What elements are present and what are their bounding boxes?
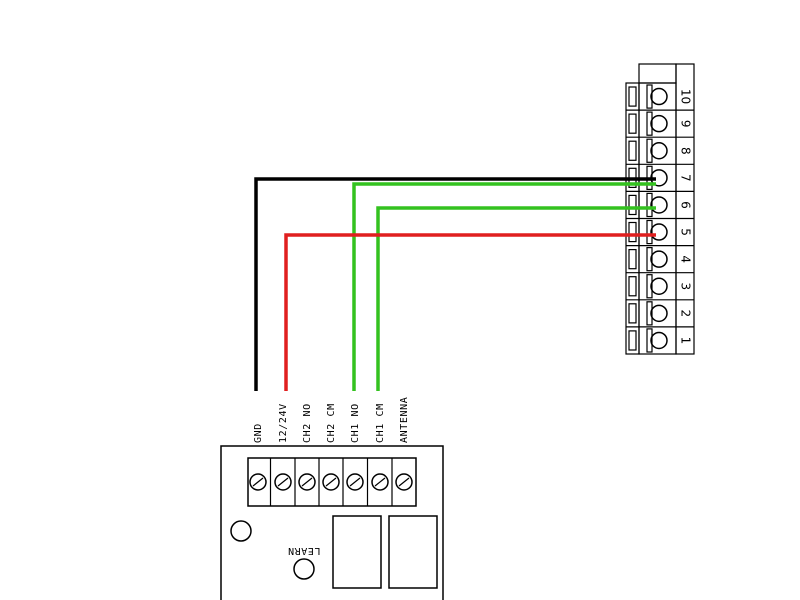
terminal-number: 8 (679, 147, 693, 155)
wires (254, 177, 656, 391)
receiver-screws (249, 458, 413, 506)
terminal-number: 4 (679, 255, 693, 263)
terminal-clip (646, 328, 653, 353)
terminal-latch (628, 276, 637, 297)
terminal-clip (646, 247, 653, 272)
receiver-screw-terminal-strip (247, 457, 417, 507)
terminal-5: 5 (626, 217, 694, 245)
terminal-8: 8 (626, 136, 694, 163)
label-12-24v: 12/24V (278, 403, 289, 443)
terminal-latch (628, 330, 637, 351)
screw-ch2-no (294, 458, 316, 506)
terminal-clip (646, 219, 653, 245)
wire-12-24v-to-5 (284, 233, 656, 391)
terminal-number: 9 (679, 120, 693, 128)
screw-12-24v (269, 458, 292, 506)
terminal-number: 3 (679, 282, 693, 290)
terminal-screw (650, 114, 668, 133)
receiver-terminal-labels: GND 12/24V CH2 NO CH2 CM CH1 NO CH1 CM ANTENNA (253, 397, 410, 443)
terminal-number: 5 (679, 228, 693, 236)
wire-gnd-to-7 (254, 177, 656, 391)
learn-label: LEARN (287, 545, 320, 556)
terminal-screw (650, 304, 668, 323)
terminal-latch (628, 221, 637, 243)
terminal-block-rows: 10 9 8 7 6 5 4 3 2 1 (626, 84, 694, 353)
terminal-2: 2 (626, 299, 694, 326)
screw-ch1-cm (366, 458, 389, 506)
terminal-number: 10 (679, 89, 693, 104)
label-ch2-cm: CH2 CM (326, 403, 337, 443)
terminal-number: 2 (679, 310, 693, 318)
terminal-latch (628, 140, 637, 161)
terminal-6: 6 (626, 190, 694, 218)
terminal-number: 6 (679, 201, 693, 209)
terminal-4: 4 (626, 245, 694, 272)
label-ch1-cm: CH1 CM (375, 403, 386, 443)
terminal-screw (650, 196, 668, 214)
terminal-screw (650, 87, 668, 106)
terminal-block-header (638, 63, 677, 84)
relay-ch1 (388, 515, 438, 589)
wire-ch1-cm-to-6 (376, 206, 656, 391)
terminal-screw (650, 250, 668, 268)
screw-ch1-no (342, 458, 364, 506)
label-ch2-no: CH2 NO (302, 403, 313, 443)
terminal-number: 7 (679, 174, 693, 182)
terminal-10: 10 (628, 84, 693, 109)
terminal-screw (650, 277, 668, 295)
label-gnd: GND (253, 423, 264, 443)
screw-ch2-cm (318, 458, 340, 506)
terminal-number: 1 (679, 337, 693, 345)
wire-ch1-no-to-7 (352, 182, 656, 391)
terminal-screw (650, 331, 668, 350)
label-antenna: ANTENNA (399, 397, 410, 443)
terminal-clip (646, 301, 653, 326)
screw-antenna (391, 458, 413, 506)
terminal-screw (650, 223, 668, 241)
terminal-latch (628, 303, 637, 324)
terminal-latch (628, 194, 637, 216)
receiver-board: LEARN GND 12/24V CH2 NO CH2 CM CH1 NO CH1 CM A… (220, 397, 444, 600)
terminal-clip (646, 192, 653, 218)
terminal-block-number-strip (675, 63, 695, 355)
terminal-1: 1 (626, 326, 694, 353)
screw-gnd (249, 473, 267, 491)
terminal-latch (628, 249, 637, 270)
receiver-mounting-hole (230, 520, 252, 542)
terminal-9: 9 (626, 109, 694, 136)
terminal-latch (628, 86, 637, 107)
terminal-clip (646, 274, 653, 299)
terminal-latch (628, 113, 637, 134)
learn-button[interactable] (293, 558, 315, 580)
terminal-clip (646, 84, 653, 109)
terminal-3: 3 (626, 272, 694, 299)
receiver-outline (220, 445, 444, 600)
label-ch1-no: CH1 NO (350, 403, 361, 443)
terminal-clip (646, 111, 653, 136)
relay-ch2 (332, 515, 382, 589)
terminal-clip (646, 138, 653, 163)
terminal-screw (650, 142, 668, 160)
